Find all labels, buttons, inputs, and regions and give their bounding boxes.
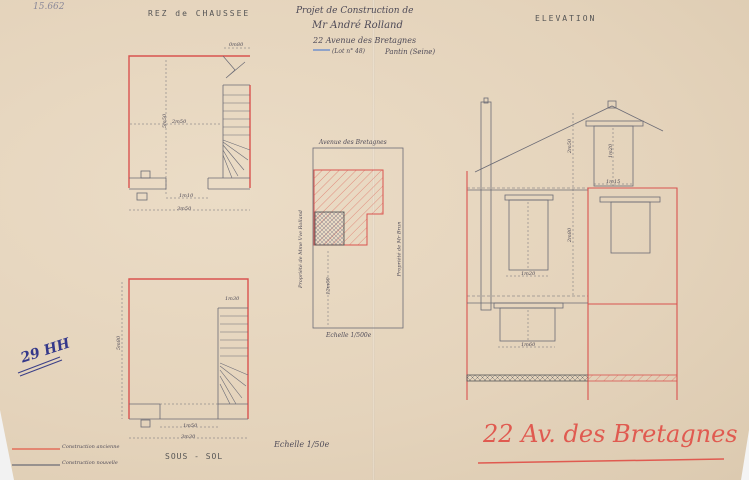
address-annotation: 22 Av. des Bretagnes [483, 420, 738, 448]
basement-title: SOUS - SOL [165, 452, 224, 461]
site-left-neighbor: Propriété de Mme Vve Rolland [298, 210, 304, 288]
legend-label-new: Construction nouvelle [62, 460, 118, 466]
paper-fold [372, 0, 375, 480]
elev-dim-window-2: 1m20 [521, 271, 536, 277]
legend-label-old: Construction ancienne [62, 444, 120, 450]
site-scale: Echelle 1/500e [326, 332, 372, 339]
title-line-2: Mr André Rolland [312, 20, 403, 31]
dim-ground-span: 2m50 [172, 119, 187, 125]
ground-floor-plan [128, 47, 251, 211]
elevation-title: ELEVATION [535, 14, 597, 23]
torn-corner-right [741, 430, 749, 480]
elev-dim-upper: 2m50 [567, 138, 574, 154]
dim-basement-depth: 5m80 [116, 335, 123, 351]
title-line-4: (Lot n° 48) [332, 48, 366, 55]
site-setback: 12m00 [325, 277, 332, 295]
title-line-5: Pantin (Seine) [385, 48, 436, 56]
torn-corner-left [0, 410, 14, 480]
site-plan [312, 147, 404, 329]
title-line-1: Projet de Construction de [296, 6, 414, 16]
elevation-drawing [466, 97, 678, 400]
basement-plan [121, 278, 249, 439]
dim-ground-total: 3m50 [177, 206, 192, 212]
dim-basement-stair: 1m30 [225, 296, 240, 302]
title-line-3: 22 Avenue des Bretagnes [313, 36, 417, 45]
dim-ground-inner: 1m10 [179, 193, 194, 199]
catalog-underline [17, 356, 61, 374]
plans-scale: Echelle 1/50e [274, 440, 330, 449]
archive-ref: 15.662 [33, 2, 65, 12]
dim-ground-depth: 5m50 [162, 113, 169, 129]
elev-dim-window-1: 1m15 [606, 179, 621, 185]
ground-floor-title: REZ de CHAUSSEE [148, 9, 251, 18]
site-right-neighbor: Propriété de Mr Brun [396, 221, 403, 277]
address-underline [477, 458, 725, 464]
elev-dim-mid: 2m80 [567, 227, 574, 243]
elev-dim-window-height: 1m20 [608, 143, 615, 159]
dim-basement-inner: 1m50 [183, 423, 198, 429]
dim-ground-top-right: 0m80 [229, 42, 244, 48]
elev-dim-window-3: 1m60 [521, 342, 536, 348]
site-street-name: Avenue des Bretagnes [319, 139, 387, 146]
dim-basement-total: 3m30 [181, 434, 196, 440]
